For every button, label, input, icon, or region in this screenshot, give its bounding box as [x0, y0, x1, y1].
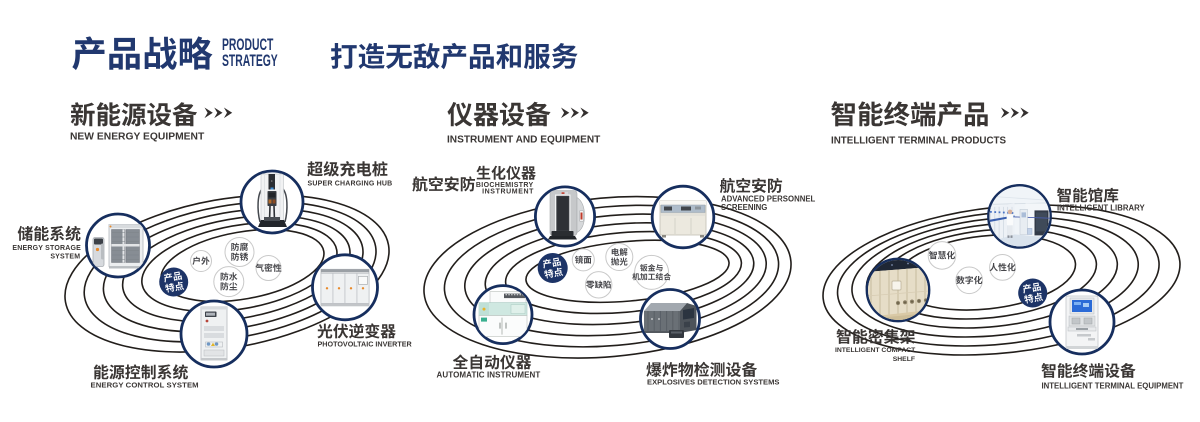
svg-text:INTELLIGENT TERMINAL EQUIPMENT: INTELLIGENT TERMINAL EQUIPMENT — [1042, 382, 1184, 391]
svg-text:SYSTEM: SYSTEM — [50, 254, 80, 261]
svg-text:EXPLOSIVES DETECTION SYSTEMS: EXPLOSIVES DETECTION SYSTEMS — [647, 378, 780, 387]
svg-text:BIOCHEMISTRY: BIOCHEMISTRY — [476, 182, 534, 189]
svg-text:PHOTOVOLTAIC INVERTER: PHOTOVOLTAIC INVERTER — [318, 340, 413, 349]
svg-text:SCREENING: SCREENING — [721, 203, 767, 212]
svg-text:ADVANCED PERSONNEL: ADVANCED PERSONNEL — [721, 195, 816, 204]
svg-text:PRODUCT: PRODUCT — [222, 36, 274, 54]
svg-text:INTELLIGENT COMPACT: INTELLIGENT COMPACT — [835, 347, 916, 354]
svg-text:INTELLIGENT LIBRARY: INTELLIGENT LIBRARY — [1057, 204, 1145, 213]
svg-text:SHELF: SHELF — [893, 356, 915, 363]
svg-text:SUPER CHARGING HUB: SUPER CHARGING HUB — [308, 181, 393, 188]
svg-text:INTELLIGENT TERMINAL PRODUCTS: INTELLIGENT TERMINAL PRODUCTS — [831, 136, 1007, 147]
svg-text:STRATEGY: STRATEGY — [222, 52, 278, 70]
svg-text:NEW ENERGY EQUIPMENT: NEW ENERGY EQUIPMENT — [70, 132, 205, 143]
svg-text:ENERGY CONTROL SYSTEM: ENERGY CONTROL SYSTEM — [91, 381, 199, 390]
svg-text:ENERGY STORAGE: ENERGY STORAGE — [12, 245, 81, 252]
svg-text:AUTOMATIC INSTRUMENT: AUTOMATIC INSTRUMENT — [437, 371, 541, 380]
svg-text:INSTRUMENT: INSTRUMENT — [482, 189, 534, 196]
svg-text:INSTRUMENT AND EQUIPMENT: INSTRUMENT AND EQUIPMENT — [447, 135, 601, 146]
